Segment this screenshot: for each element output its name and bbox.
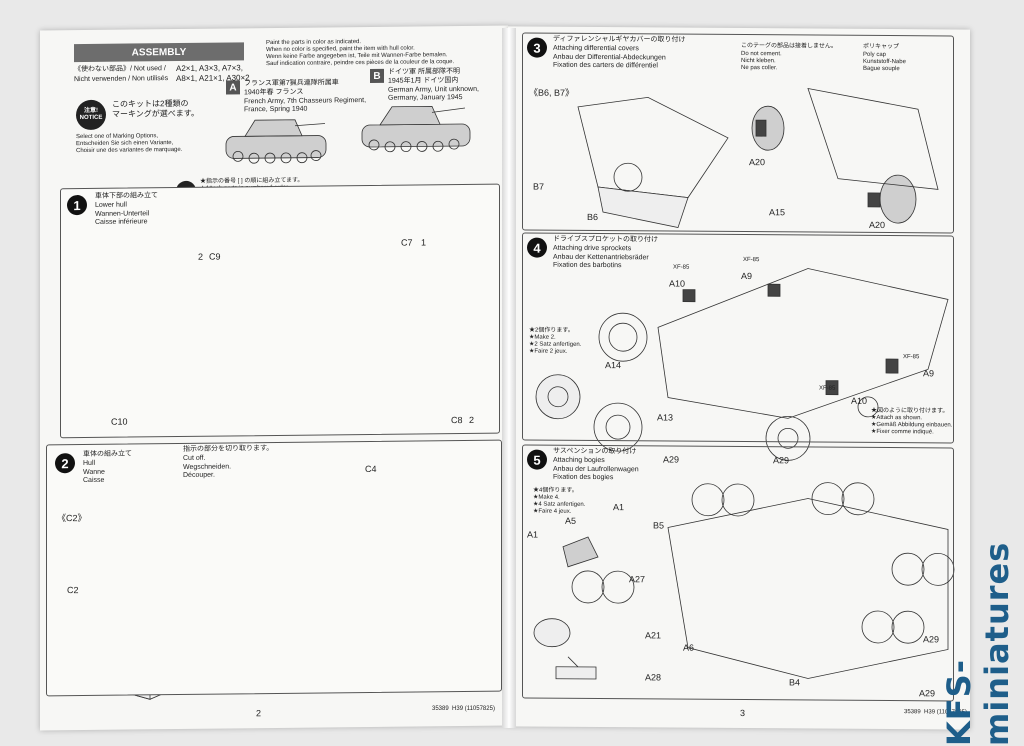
part-label-a27: A27 [629, 574, 646, 585]
make-four-note: ★4個作ります。 ★Make 4. ★4 Satz anfertigen. ★F… [533, 487, 586, 515]
part-label-a21: A21 [645, 630, 662, 641]
step-2-title: Hull Wanne Caisse [83, 459, 105, 485]
step-1-title-jp: 車体下部の組み立て [95, 192, 158, 200]
left-page-number: 2 [256, 708, 262, 719]
do-not-cement-jp: このテーグの部品は接着しません。 [741, 43, 837, 50]
part-label-a5: A5 [565, 515, 577, 526]
step-2-number: 2 [55, 453, 75, 474]
right-page-drawings [533, 87, 955, 680]
step-5-title-jp: サスペンションの取り付け [553, 447, 637, 456]
part-label-b7: B7 [533, 181, 545, 192]
step-5-title: Attaching bogies Anbau der Laufrollenwag… [553, 456, 639, 482]
part-label-a29: A29 [663, 454, 680, 465]
part-label-a29-4: A29 [919, 688, 936, 699]
part-label-b6: B6 [587, 211, 599, 223]
part-label-b6-b7: 《B6, B7》 [529, 87, 575, 98]
page-gutter [502, 28, 516, 728]
part-label-c10: C10 [111, 416, 128, 427]
part-label-c2: C2 [67, 585, 79, 596]
step-1-panel: 1 車体下部の組み立て Lower hull Wannen-Unterteil … [60, 183, 500, 439]
step-5-number: 5 [527, 449, 547, 470]
part-label-a15: A15 [769, 207, 786, 218]
right-page: 3 ディファレンシャルギヤカバーの取り付け Attaching differen… [508, 26, 970, 730]
step-3-title: Attaching differential covers Anbau der … [553, 44, 666, 70]
qty-c9: 2 [198, 251, 204, 262]
step-4-number: 4 [527, 237, 547, 258]
make-two-note: ★2個作ります。 ★Make 2. ★2 Satz anfertigen. ★F… [529, 327, 582, 355]
instruction-spread: ASSEMBLY 《使わない部品》/ Not used / A2×1, A3×3… [40, 25, 970, 731]
step-3-panel: 3 ディファレンシャルギヤカバーの取り付け Attaching differen… [522, 32, 954, 234]
step-4-title: Attaching drive sprockets Anbau der Kett… [553, 244, 649, 270]
part-label-a9: A9 [741, 271, 753, 282]
step-2-panel: 2 車体の組み立て Hull Wanne Caisse 指示の部分を切り取ります… [46, 439, 502, 697]
qty-c8: 2 [469, 414, 475, 425]
part-label-c2-ref: 《C2》 [57, 512, 87, 524]
part-label-b5: B5 [653, 520, 665, 531]
part-label-c4: C4 [365, 463, 377, 475]
paint-xf85-c: XF-85 [903, 354, 920, 361]
step-4-panel: 4 ドライブスプロケットの取り付け Attaching drive sprock… [522, 232, 954, 444]
part-label-a20-2: A20 [869, 219, 886, 231]
part-label-a29-3: A29 [923, 634, 940, 645]
poly-cap-jp: ポリキャップ [863, 43, 900, 51]
step-5-panel: 5 サスペンションの取り付け Attaching bogies Anbau de… [522, 444, 954, 702]
step-4-title-jp: ドライブスプロケットの取り付け [553, 235, 658, 244]
poly-cap: Poly cap Kunststoff-Nabe Bague souple [863, 51, 906, 73]
part-label-a14: A14 [605, 360, 622, 371]
part-label-a10: A10 [669, 278, 686, 289]
step-3-title-jp: ディファレンシャルギヤカバーの取り付け [553, 35, 686, 44]
part-label-c8: C8 [451, 415, 463, 426]
part-label-a20: A20 [749, 157, 766, 168]
right-page-number: 3 [740, 708, 746, 719]
paint-xf85-d: XF-85 [819, 385, 836, 392]
step-2-title-jp: 車体の組み立て [83, 450, 132, 459]
part-label-a1-2: A1 [527, 529, 539, 540]
attach-as-shown-note: ★図のように取り付けます。 ★Attach as shown. ★Gemäß A… [871, 407, 953, 436]
tank-a-illustration [225, 119, 327, 164]
part-label-a13: A13 [657, 412, 674, 423]
part-label-a6: A6 [683, 642, 695, 653]
part-label-a10-2: A10 [851, 395, 868, 406]
part-label-a29-2: A29 [773, 455, 790, 466]
step-1-number: 1 [67, 194, 87, 216]
cut-note-jp: 指示の部分を切り取ります。 [183, 445, 274, 453]
qty-c7: 1 [421, 237, 427, 248]
watermark: KFS-miniatures [940, 541, 1016, 746]
part-label-a1: A1 [613, 502, 625, 513]
tank-b-illustration [361, 105, 471, 153]
part-label-c7: C7 [401, 237, 413, 248]
paint-xf85-a: XF-85 [673, 264, 690, 271]
step-3-number: 3 [527, 37, 547, 58]
paint-xf85-b: XF-85 [743, 257, 760, 264]
left-footer-code: 35389 H39 (11057825) [432, 706, 495, 712]
part-label-b4: B4 [789, 677, 801, 688]
cut-note: Cut off. Wegschneiden. Découper. [183, 454, 232, 479]
part-label-c9: C9 [209, 251, 221, 262]
part-label-a28: A28 [645, 672, 662, 683]
do-not-cement: Do not cement. Nicht kleben. Ne pas coll… [741, 51, 782, 72]
step-1-title: Lower hull Wannen-Unterteil Caisse infér… [95, 201, 150, 226]
left-page: ASSEMBLY 《使わない部品》/ Not used / A2×1, A3×3… [40, 25, 508, 731]
part-label-a9-2: A9 [923, 368, 935, 379]
